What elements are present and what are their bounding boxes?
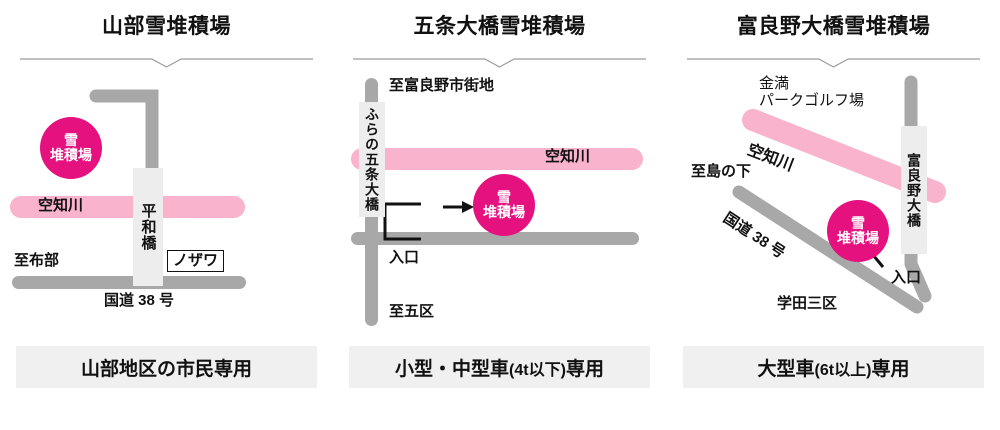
panel-title: 五条大橋雪堆積場 bbox=[413, 15, 586, 38]
header-rule-with-notch bbox=[687, 58, 980, 68]
bridge-label: 平和橋 bbox=[139, 203, 157, 251]
caption-tail: 専用 bbox=[565, 358, 604, 380]
map-canvas-yamabe: 平和橋 雪 堆積場 空知川 至布部 ノザワ 国道 38 号 bbox=[0, 64, 333, 334]
panel-header-yamabe: 山部雪堆積場 bbox=[0, 12, 333, 72]
bridge-plate-heiwabashi: 平和橋 bbox=[133, 168, 163, 286]
panel-header-gojo: 五条大橋雪堆積場 bbox=[333, 12, 666, 72]
district-label-gakuden: 学田三区 bbox=[777, 295, 838, 312]
map-canvas-furano: 富良野大橋 雪 堆積場 金満 パークゴルフ場 空知川 至島の下 国道 38 号 … bbox=[667, 64, 1000, 334]
depot-circle-yamabe: 雪 堆積場 bbox=[40, 117, 102, 179]
header-rule-with-notch bbox=[20, 58, 313, 68]
direction-label-goku: 至五区 bbox=[389, 303, 435, 320]
caption-tail: 専用 bbox=[871, 358, 910, 380]
header-rule-with-notch bbox=[353, 58, 646, 68]
caption-main: 大型車 bbox=[757, 358, 815, 380]
depot-label-line1: 雪 bbox=[851, 214, 865, 231]
caption-text: 小型・中型車(4t以下)専用 bbox=[395, 354, 604, 381]
depot-label-line1: 雪 bbox=[64, 131, 78, 148]
depot-label-line2: 堆積場 bbox=[483, 204, 525, 220]
direction-label-furano-city: 至富良野市街地 bbox=[389, 77, 495, 94]
caption-bar-yamabe: 山部地区の市民専用 bbox=[16, 346, 317, 388]
road-label-route38: 国道 38 号 bbox=[104, 292, 175, 309]
direction-label-shimanoshita: 至島の下 bbox=[691, 163, 752, 180]
map-canvas-gojo: ふらの五条大橋 雪 堆積場 至富良野市街地 空知川 入口 至五区 bbox=[333, 64, 666, 334]
golf-label-line2: パークゴルフ場 bbox=[759, 91, 865, 109]
caption-paren: (4t以下) bbox=[509, 361, 566, 379]
bridge-label: ふらの五条大橋 bbox=[364, 107, 380, 212]
entrance-label: 入口 bbox=[891, 269, 922, 286]
landmark-box-nozawa: ノザワ bbox=[167, 250, 225, 273]
panel-gojo-ohashi: 五条大橋雪堆積場 ふ bbox=[333, 0, 666, 430]
bridge-label: 富良野大橋 bbox=[906, 152, 922, 228]
caption-main: 小型・中型車 bbox=[395, 358, 510, 380]
caption-paren: (6t以上) bbox=[814, 361, 872, 379]
panel-furano-ohashi: 富良野大橋雪堆積場 富良野大橋 bbox=[667, 0, 1000, 430]
river-label-sorachi: 空知川 bbox=[38, 197, 84, 214]
landmark-label-kanemitsu-golf: 金満 パークゴルフ場 bbox=[759, 75, 865, 110]
golf-label-line1: 金満 bbox=[759, 75, 790, 92]
bridge-plate-furano-ohashi: 富良野大橋 bbox=[901, 126, 927, 254]
caption-text: 大型車(6t以上)専用 bbox=[758, 354, 910, 381]
caption-text: 山部地区の市民専用 bbox=[80, 358, 252, 380]
depot-label-line2: 堆積場 bbox=[837, 230, 879, 246]
depot-circle-gojo: 雪 堆積場 bbox=[473, 174, 535, 236]
river-label-sorachi: 空知川 bbox=[545, 148, 591, 165]
panel-title: 山部雪堆積場 bbox=[102, 15, 231, 38]
panel-header-furano: 富良野大橋雪堆積場 bbox=[667, 12, 1000, 72]
direction-label-nunobe: 至布部 bbox=[14, 252, 60, 269]
panel-title: 富良野大橋雪堆積場 bbox=[736, 15, 931, 38]
depot-label-line1: 雪 bbox=[497, 188, 511, 205]
caption-bar-furano: 大型車(6t以上)専用 bbox=[683, 346, 984, 388]
depot-circle-furano: 雪 堆積場 bbox=[827, 200, 889, 262]
depot-label-line2: 堆積場 bbox=[50, 147, 92, 163]
panel-yamabe: 山部雪堆積場 平和橋 雪 bbox=[0, 0, 333, 430]
bridge-plate-furano-gojo-ohashi: ふらの五条大橋 bbox=[359, 102, 385, 217]
caption-bar-gojo: 小型・中型車(4t以下)専用 bbox=[349, 346, 650, 388]
entrance-label: 入口 bbox=[389, 249, 420, 266]
